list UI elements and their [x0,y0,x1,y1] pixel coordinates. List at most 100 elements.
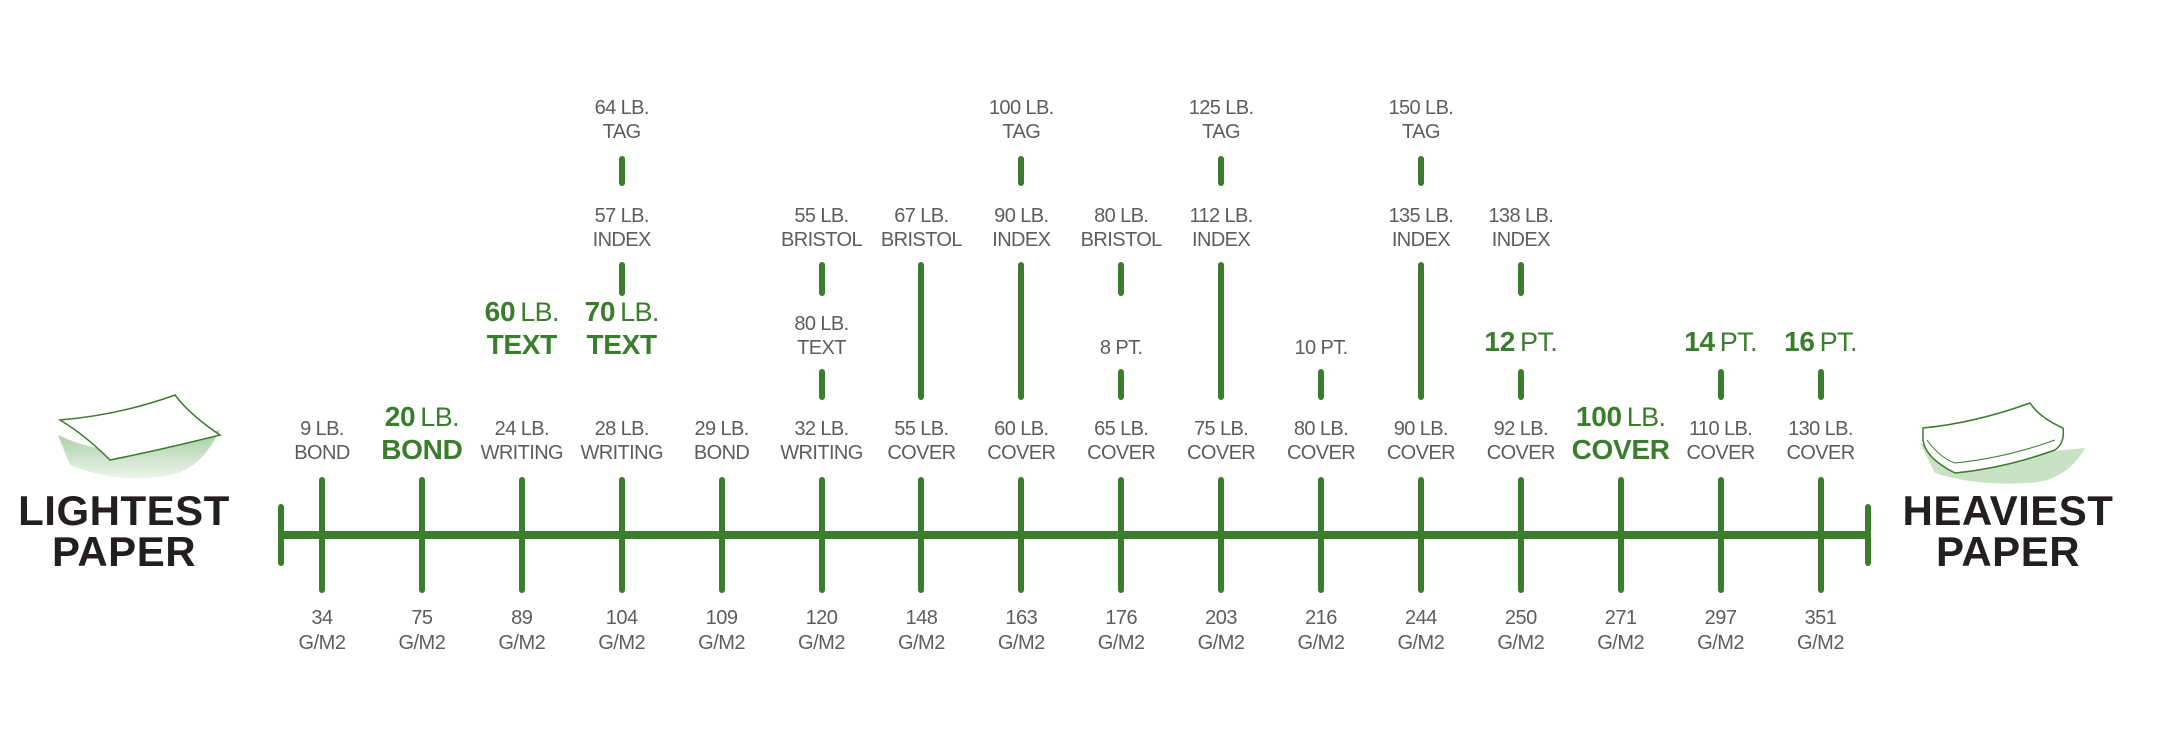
gsm-value: 351 [1804,607,1837,629]
weight-label: 55 LB.BRISTOL [752,204,892,252]
weight-unit: LB. [1425,205,1454,227]
weight-label: 135 LB.INDEX [1351,204,1491,252]
paper-type: COVER [1286,442,1356,464]
connector-bar [1318,369,1324,400]
weight-unit: LB. [620,97,650,119]
weight-label: 32 LB.WRITING [752,417,892,465]
paper-type: COVER [1486,442,1556,464]
weight-label: 64 LB.TAG [552,96,692,144]
gsm-unit: G/M2 [997,632,1045,654]
paper-type: BRISTOL [880,229,963,251]
weight-line: 90 LB. [951,204,1091,228]
axis-start-cap [278,504,284,566]
end-label-line: LIGHTEST [18,487,230,534]
weight-unit: LB. [1020,205,1049,227]
weight-label: 24 LB.WRITING [452,417,592,465]
paper-sheet-icon [57,394,222,479]
paper-type: COVER [1087,442,1156,464]
weight-number: 10 [1294,337,1316,359]
weight-line: 10 PT. [1251,336,1391,360]
connector-bar [1517,369,1524,400]
weight-number: 29 [694,418,716,440]
gsm-unit: G/M2 [798,632,845,654]
weight-number: 9 [300,418,311,440]
weight-line: 100 LB. [1551,402,1691,435]
weight-unit: LB. [620,205,650,227]
weight-line: 100 LB. [951,96,1091,120]
connector-bar [918,262,925,400]
gsm-unit: G/M2 [498,632,546,654]
weight-unit: LB. [1120,418,1149,440]
gsm-unit: G/M2 [1097,632,1145,654]
weight-unit: LB. [1224,205,1254,227]
weight-number: 125 [1188,97,1221,119]
weight-label: 125 LB.TAG [1151,96,1291,144]
gsm-unit: G/M2 [698,632,746,654]
weight-line: 29 LB. [652,417,792,441]
axis-tick [718,477,725,593]
weight-label: 130 LB.COVER [1751,417,1891,465]
weight-line: 92 LB. [1451,417,1591,441]
weight-number: 80 [1094,205,1116,227]
paper-type: COVER [987,442,1056,464]
weight-label: 100 LB.COVER [1551,402,1691,465]
weight-line: 28 LB. [552,417,692,441]
paper-type: INDEX [1491,229,1551,251]
weight-label: 138 LB.INDEX [1451,204,1591,252]
axis-tick [418,477,425,593]
end-label-line: HEAVIEST [1902,487,2114,534]
lightest-paper-label: LIGHTEST PAPER [4,487,244,573]
gsm-unit: G/M2 [1797,632,1844,654]
paper-type: BOND [294,442,350,464]
weight-unit: LB. [1120,205,1149,227]
weight-unit: PT. [1719,327,1758,357]
axis-tick [1717,477,1724,593]
paper-type: BOND [693,442,750,464]
weight-unit: LB. [1319,418,1349,440]
weight-line: 57 LB. [552,204,692,228]
weight-number: 60 [994,418,1016,440]
axis-tick [1318,477,1324,593]
connector-bar [1517,262,1524,296]
gsm-value: 176 [1105,607,1138,629]
weight-unit: LB. [315,418,345,440]
weight-number: 64 [594,97,617,119]
axis-tick [918,477,925,593]
paper-type: WRITING [780,442,863,464]
weight-label: 10 PT. [1251,336,1391,360]
weight-label: 16 PT. [1751,327,1891,360]
weight-number: 100 [1575,401,1622,432]
weight-line: 16 PT. [1751,327,1891,360]
weight-number: 67 [894,205,916,227]
weight-label: 9 LB.BOND [252,417,392,465]
axis-tick [618,477,625,593]
weight-unit: LB. [1419,418,1449,440]
weight-line: 135 LB. [1351,204,1491,228]
weight-number: 110 [1688,418,1720,440]
connector-bar [1218,262,1225,400]
weight-label: 90 LB.INDEX [951,204,1091,252]
weight-line: 55 LB. [752,204,892,228]
weight-line: 55 LB. [851,417,991,441]
weight-label: 65 LB.COVER [1051,417,1191,465]
paper-type: TAG [1002,121,1041,143]
weight-label: 92 LB.COVER [1451,417,1591,465]
paper-type: TEXT [797,337,846,359]
weight-number: 80 [794,313,816,335]
weight-label: 112 LB.INDEX [1151,204,1291,252]
weight-unit: LB. [820,418,849,440]
weight-label: 60 LB.COVER [951,417,1091,465]
weight-label: 90 LB.COVER [1351,417,1491,465]
weight-unit: LB. [1025,97,1054,119]
weight-label: 29 LB.BOND [652,417,792,465]
connector-bar [1118,262,1125,296]
gsm-value: 216 [1305,607,1337,629]
gsm-unit: G/M2 [1597,632,1645,654]
weight-number: 32 [794,418,816,440]
weight-label: 8 PT. [1051,336,1191,360]
